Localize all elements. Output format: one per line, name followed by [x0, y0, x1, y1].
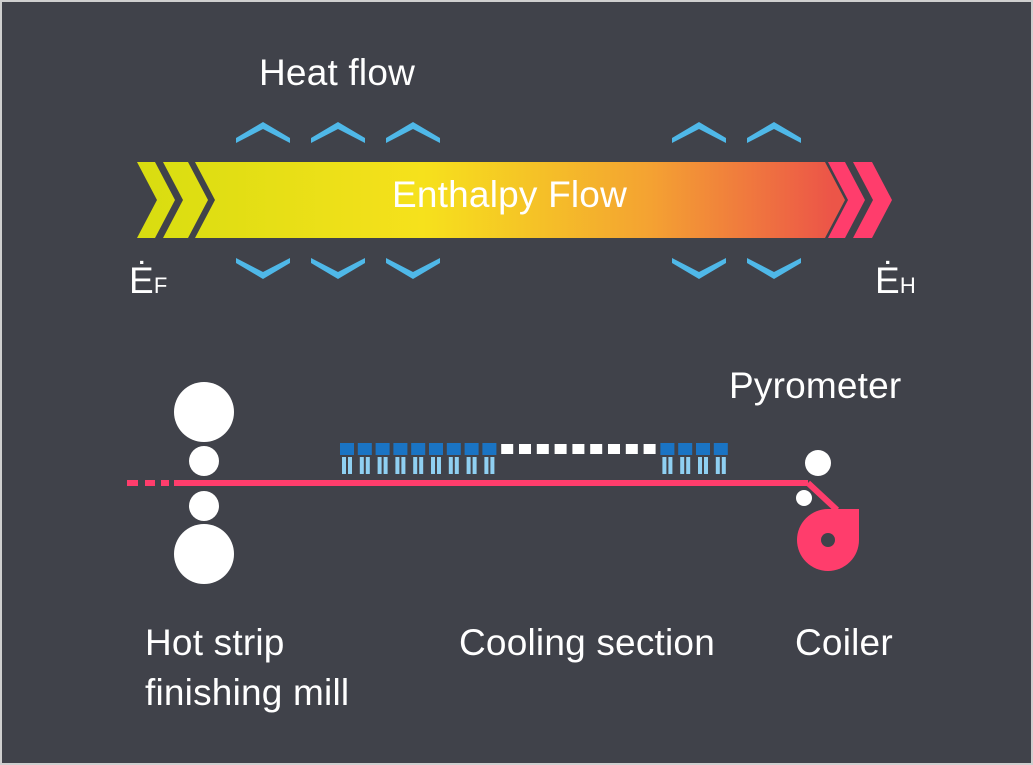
pyrometer-roll	[805, 450, 831, 476]
spray-nozzle	[342, 457, 346, 474]
cooling-section-label: Cooling section	[459, 622, 715, 663]
enthalpy-flow-label: Enthalpy Flow	[392, 174, 627, 215]
coiler-label: Coiler	[795, 622, 893, 663]
enthalpy-chevron-end-1	[828, 162, 865, 238]
spray-header-active	[713, 443, 728, 455]
spray-nozzle	[466, 457, 471, 474]
spray-header-active	[393, 443, 408, 455]
energy-in-label: ĖF	[129, 262, 168, 299]
spray-nozzle	[715, 457, 720, 474]
pyrometer-device	[796, 450, 831, 506]
mill-label-line1: Hot strip	[145, 622, 285, 663]
enthalpy-chevron-start-2	[163, 162, 208, 238]
spray-nozzle	[383, 457, 388, 474]
spray-header-inactive	[608, 444, 620, 454]
spray-header-inactive	[519, 444, 531, 454]
spray-header-inactive	[572, 444, 585, 454]
spray-header-inactive	[590, 444, 603, 454]
spray-nozzle	[401, 457, 406, 474]
heat-flow-arrows	[236, 122, 801, 279]
energy-in-subscript: F	[153, 273, 168, 298]
spray-header-active	[411, 443, 426, 455]
enthalpy-chevron-end-2	[853, 162, 892, 238]
spray-nozzle	[668, 457, 673, 474]
deflector-roll	[796, 490, 812, 506]
mill-backup-roll-bottom	[174, 524, 234, 584]
spray-nozzle	[721, 457, 726, 474]
enthalpy-arrow-body	[195, 162, 845, 238]
heat-flow-down-arrow	[311, 258, 365, 279]
spray-nozzle	[395, 457, 400, 474]
spray-nozzle	[484, 457, 489, 474]
spray-nozzle	[431, 457, 435, 474]
spray-header-active	[357, 443, 372, 455]
spray-nozzle	[448, 457, 453, 474]
spray-header-active	[660, 443, 675, 455]
heat-flow-up-arrow	[236, 122, 290, 143]
enthalpy-flow-arrow	[137, 162, 892, 238]
spray-header-active	[678, 443, 693, 455]
spray-header-inactive	[536, 444, 549, 454]
heat-flow-down-arrow	[236, 258, 290, 279]
spray-nozzle	[680, 457, 685, 474]
coiler-device	[797, 509, 859, 571]
spray-header-active	[464, 443, 479, 455]
heat-flow-up-arrow	[747, 122, 801, 143]
spray-nozzle	[348, 457, 352, 474]
spray-nozzle	[437, 457, 441, 474]
spray-header-active	[446, 443, 461, 455]
energy-out-label: ĖH	[875, 262, 916, 299]
heat-flow-label: Heat flow	[259, 52, 416, 93]
mill-label-line2: finishing mill	[145, 672, 350, 713]
strip-to-coiler	[805, 480, 840, 513]
heat-flow-down-arrow	[747, 258, 801, 279]
spray-nozzle	[698, 457, 702, 474]
steel-strip	[127, 480, 840, 513]
mill-work-roll-bottom	[189, 491, 219, 521]
spray-nozzle	[490, 457, 495, 474]
heat-flow-down-arrow	[386, 258, 440, 279]
spray-header-active	[482, 443, 497, 455]
mill-work-roll-top	[189, 446, 219, 476]
pyrometer-label: Pyrometer	[729, 365, 902, 406]
enthalpy-chevron-start-1	[137, 162, 175, 238]
spray-header-inactive	[643, 444, 656, 454]
heat-flow-up-arrow	[386, 122, 440, 143]
spray-nozzle	[359, 457, 364, 474]
heat-flow-up-arrow	[311, 122, 365, 143]
cooling-section-headers	[340, 443, 728, 474]
spray-header-active	[375, 443, 390, 455]
heat-flow-up-arrow	[672, 122, 726, 143]
spray-header-inactive	[554, 444, 567, 454]
mill-backup-roll-top	[174, 382, 234, 442]
spray-nozzle	[472, 457, 477, 474]
energy-out-subscript: H	[899, 273, 916, 298]
energy-in-symbol: Ė	[129, 260, 154, 301]
spray-nozzle	[377, 457, 382, 474]
spray-header-active	[696, 443, 710, 455]
coiler-mandrel	[821, 533, 835, 547]
spray-nozzle	[419, 457, 424, 474]
energy-out-symbol: Ė	[875, 260, 900, 301]
spray-nozzle	[704, 457, 708, 474]
spray-nozzle	[454, 457, 459, 474]
spray-nozzle	[365, 457, 370, 474]
spray-nozzle	[686, 457, 691, 474]
spray-header-active	[340, 443, 354, 455]
spray-nozzle	[662, 457, 667, 474]
spray-header-inactive	[501, 444, 514, 454]
spray-nozzle	[413, 457, 418, 474]
finishing-mill-stand	[174, 382, 234, 584]
heat-flow-down-arrow	[672, 258, 726, 279]
spray-header-active	[429, 443, 443, 455]
spray-header-inactive	[625, 444, 638, 454]
